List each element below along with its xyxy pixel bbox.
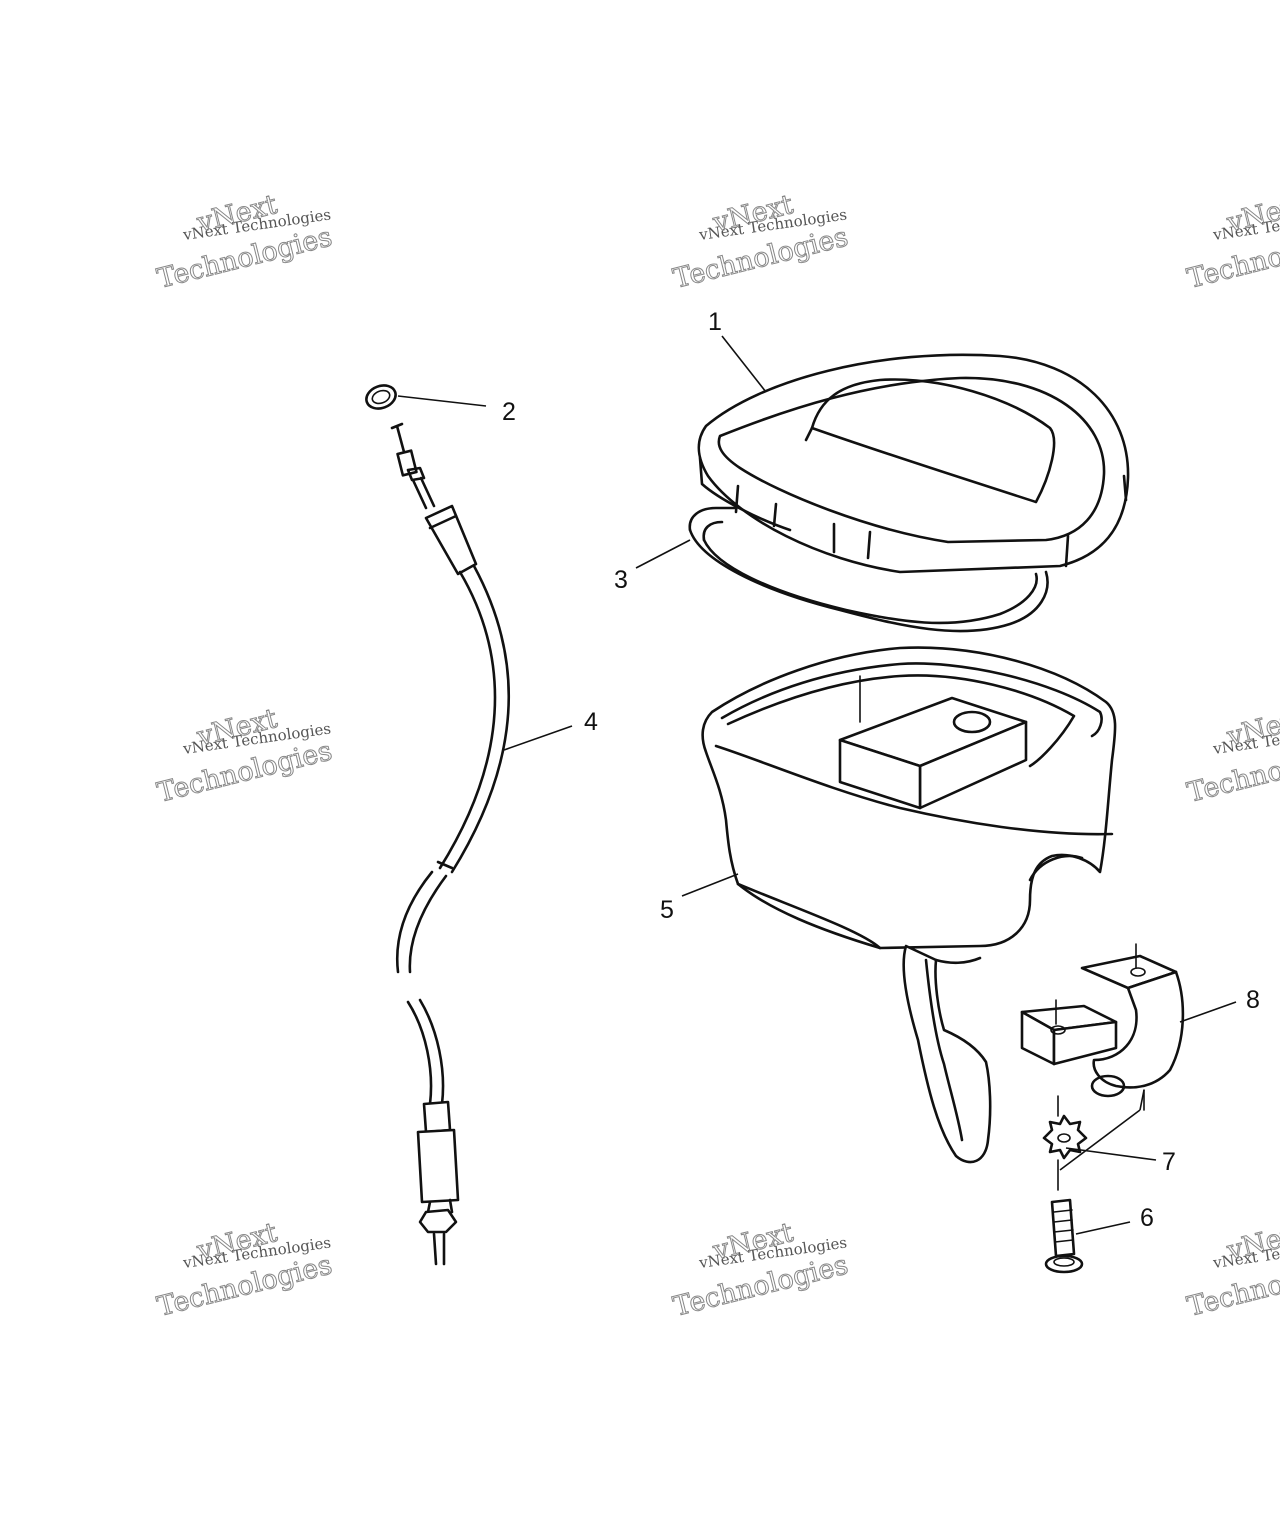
throttle-cable-part: [390, 422, 510, 1266]
leader-lines: [397, 335, 1237, 1235]
callout-3: 3: [614, 566, 628, 594]
housing-cover-part: [697, 353, 1130, 574]
callout-7: 7: [1162, 1148, 1176, 1176]
star-washer-part: [1042, 1095, 1088, 1191]
watermark-top-center: vNext Technologies vNext Technologies: [670, 189, 852, 296]
callout-1: 1: [708, 308, 722, 336]
callout-4: 4: [584, 708, 598, 736]
watermark-mid-right: vNext Technologies vNext Technologies: [1184, 703, 1280, 810]
watermark-top-right: vNext Technologies vNext Technologies: [1184, 189, 1280, 296]
callout-6: 6: [1140, 1204, 1154, 1232]
handlebar-clamp-part: [1020, 943, 1185, 1111]
watermark-mid-left: vNext Technologies vNext Technologies: [154, 703, 336, 810]
washer-part: [365, 384, 397, 410]
callout-2: 2: [502, 398, 516, 426]
callout-8: 8: [1246, 986, 1260, 1014]
callout-5: 5: [660, 896, 674, 924]
watermark-bottom-left: vNext Technologies vNext Technologies: [154, 1217, 336, 1324]
screw-part: [1044, 1198, 1084, 1274]
watermark-bottom-right: vNext Technologies vNext Technologies: [1184, 1217, 1280, 1324]
gasket-part: [688, 506, 1049, 633]
watermark-top-left: vNext Technologies vNext Technologies: [154, 189, 336, 296]
watermark-bottom-center: vNext Technologies vNext Technologies: [670, 1217, 852, 1324]
throttle-housing-part: [701, 646, 1117, 1164]
